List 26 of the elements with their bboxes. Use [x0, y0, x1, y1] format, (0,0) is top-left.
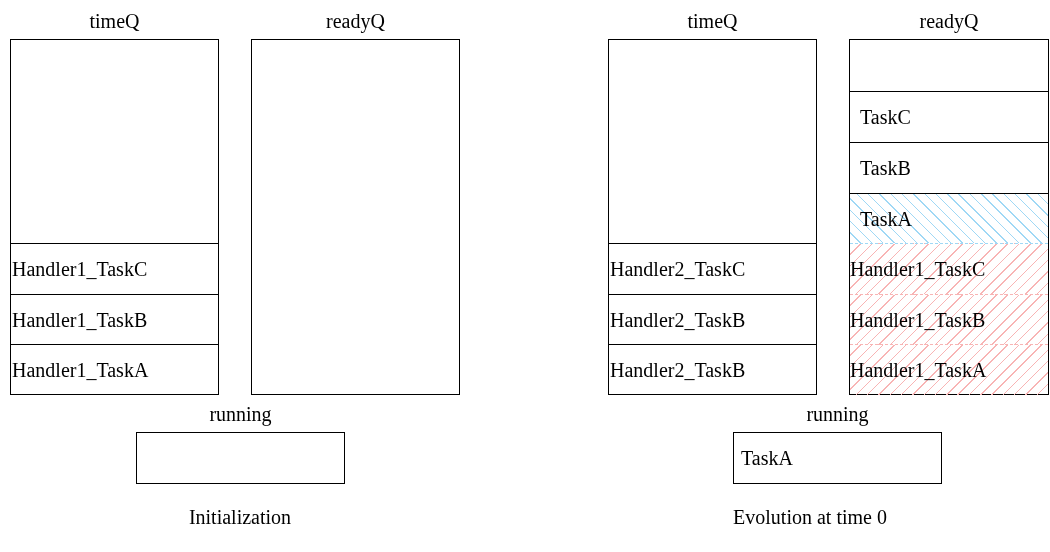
queue-box: [10, 39, 219, 395]
diagram-caption: Initialization: [188, 505, 292, 529]
queue-box: [251, 39, 460, 395]
queue-heading: readyQ: [919, 9, 979, 35]
running-box: [136, 432, 345, 484]
queue-cell: TaskA: [734, 433, 941, 483]
queue-cell: Handler2_TaskC: [609, 243, 816, 294]
queue-cell: Handler2_TaskB: [609, 294, 816, 344]
queue-cell: TaskB: [850, 142, 1048, 193]
hatched-queue-cell: Handler1_TaskC: [850, 243, 1048, 294]
queue-heading: timeQ: [687, 9, 738, 34]
queue-heading: readyQ: [326, 9, 385, 35]
queue-box: [608, 39, 817, 395]
hatched-queue-cell: TaskA: [850, 193, 1048, 243]
queue-box: [849, 39, 1049, 395]
queue-cell: Handler2_TaskB: [609, 344, 816, 395]
running-heading: running: [806, 402, 869, 428]
running-heading: running: [209, 402, 272, 428]
hatched-queue-cell: Handler1_TaskB: [850, 294, 1048, 344]
queue-cell: Handler1_TaskA: [11, 344, 218, 395]
queue-cell: Handler1_TaskC: [11, 243, 218, 294]
hatched-queue-cell: Handler1_TaskA: [850, 344, 1048, 395]
diagram-caption: Evolution at time 0: [733, 505, 887, 529]
queue-heading: timeQ: [89, 9, 140, 34]
queue-cell: Handler1_TaskB: [11, 294, 218, 344]
queue-cell: TaskC: [850, 91, 1048, 142]
